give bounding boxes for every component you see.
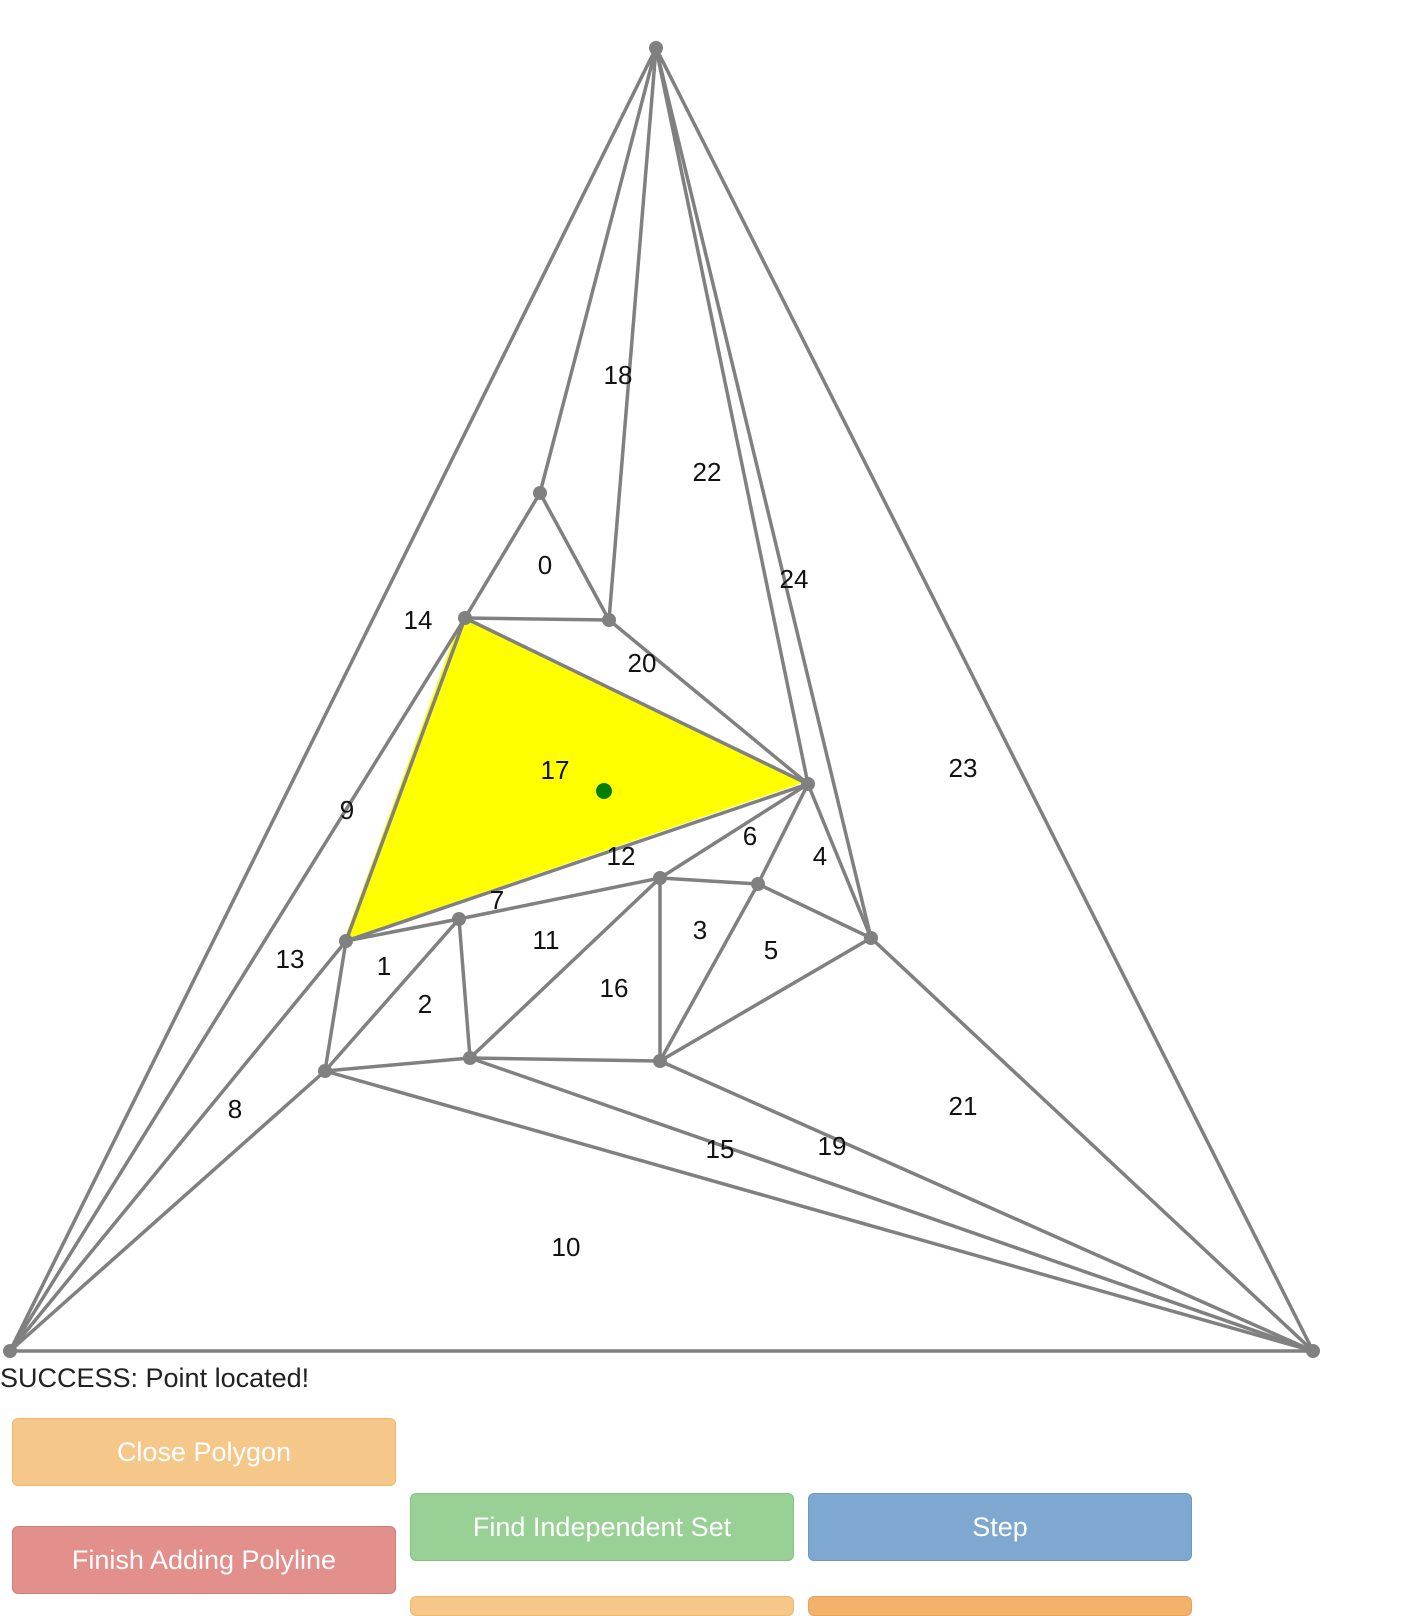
vertex[interactable] (1306, 1344, 1320, 1358)
partial-button-1[interactable] (410, 1596, 794, 1616)
edge (344, 917, 461, 943)
edge (756, 782, 810, 886)
vertex[interactable] (653, 1054, 667, 1068)
edge (463, 616, 611, 622)
face-label-4: 4 (813, 841, 827, 871)
face-label-0: 0 (538, 550, 552, 580)
vertex[interactable] (463, 1051, 477, 1065)
finish-adding-polyline-button[interactable]: Finish Adding Polyline (12, 1526, 396, 1594)
edge (323, 917, 461, 1073)
edge (654, 46, 873, 940)
edge (658, 1059, 1315, 1353)
edge (457, 876, 662, 921)
face-label-3: 3 (693, 915, 707, 945)
face-label-18: 18 (604, 360, 633, 390)
edge (468, 1056, 662, 1063)
face-label-22: 22 (693, 457, 722, 487)
face-label-19: 19 (818, 1131, 847, 1161)
edge (607, 618, 810, 786)
vertex[interactable] (458, 611, 472, 625)
vertex[interactable] (649, 41, 663, 55)
face-label-23: 23 (949, 753, 978, 783)
vertex[interactable] (653, 871, 667, 885)
edge (658, 782, 810, 880)
face-label-8: 8 (228, 1094, 242, 1124)
edge (654, 46, 1315, 1353)
edge (468, 876, 662, 1060)
face-label-13: 13 (276, 944, 305, 974)
face-label-5: 5 (764, 935, 778, 965)
vertex[interactable] (602, 613, 616, 627)
edge (344, 782, 810, 943)
vertex[interactable] (452, 912, 466, 926)
edge (658, 882, 760, 1063)
edge (468, 1056, 1315, 1353)
face-label-15: 15 (706, 1134, 735, 1164)
face-label-7: 7 (490, 885, 504, 915)
vertex[interactable] (751, 877, 765, 891)
vertex[interactable] (533, 486, 547, 500)
find-independent-set-button[interactable]: Find Independent Set (410, 1493, 794, 1561)
edge (538, 46, 658, 495)
face-label-10: 10 (552, 1232, 581, 1262)
edge (8, 46, 658, 1353)
edge (607, 46, 658, 622)
edge (654, 46, 810, 786)
edge (323, 1069, 1315, 1353)
face-label-11: 11 (533, 925, 560, 955)
edge (806, 782, 873, 940)
vertex[interactable] (339, 934, 353, 948)
face-label-16: 16 (600, 973, 629, 1003)
vertex[interactable] (801, 777, 815, 791)
face-label-24: 24 (780, 564, 809, 594)
edge (756, 882, 873, 940)
face-label-20: 20 (628, 648, 657, 678)
edge (538, 491, 611, 622)
query-point (596, 783, 612, 799)
status-message: SUCCESS: Point located! (0, 1363, 310, 1393)
highlighted-triangle (344, 618, 805, 940)
close-polygon-button[interactable]: Close Polygon (12, 1418, 396, 1486)
edge (869, 936, 1315, 1353)
partial-button-2[interactable] (808, 1596, 1192, 1616)
edge (344, 616, 467, 943)
vertex[interactable] (318, 1064, 332, 1078)
edge (658, 876, 760, 886)
face-label-17: 17 (541, 755, 570, 785)
edge (323, 939, 348, 1073)
step-button[interactable]: Step (808, 1493, 1192, 1561)
face-label-12: 12 (607, 841, 636, 871)
face-label-14: 14 (404, 605, 433, 635)
vertex[interactable] (3, 1344, 17, 1358)
edge (463, 616, 810, 786)
triangulation-edges (8, 46, 1315, 1353)
triangulation-vertices (3, 41, 1320, 1358)
face-label-6: 6 (743, 821, 757, 851)
face-label-9: 9 (340, 795, 354, 825)
face-label-1: 1 (377, 951, 391, 981)
edge (8, 1069, 327, 1353)
edge (8, 616, 467, 1353)
edge (323, 1056, 472, 1073)
face-label-2: 2 (418, 989, 432, 1019)
edge (463, 491, 542, 620)
vertex[interactable] (864, 931, 878, 945)
edge (8, 939, 348, 1353)
face-label-21: 21 (949, 1091, 978, 1121)
edge (658, 936, 873, 1063)
edge (457, 917, 472, 1060)
